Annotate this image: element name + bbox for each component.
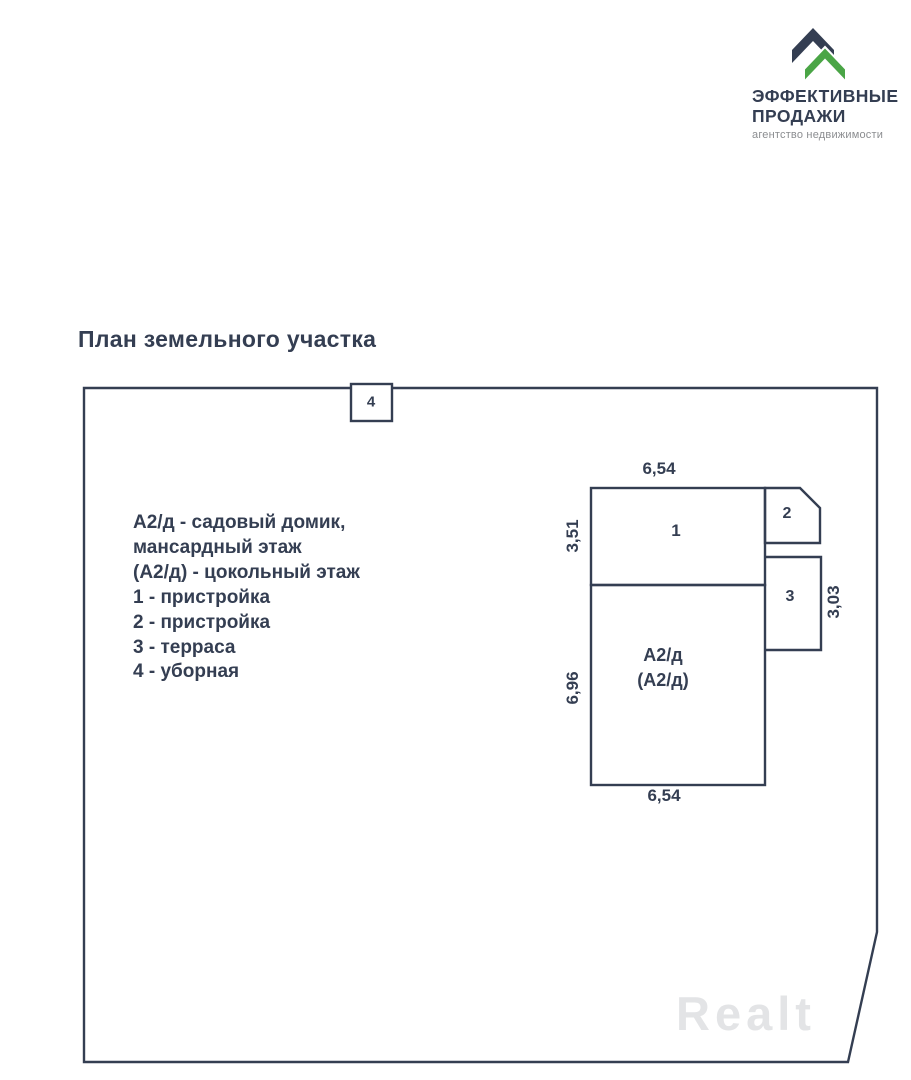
house-label-line2: (А2/д) <box>637 670 689 690</box>
dimension-bottom: 6,54 <box>647 786 681 805</box>
building-house-outline <box>589 583 767 787</box>
watermark: Realt <box>676 987 816 1040</box>
logo-title-line2: ПРОДАЖИ <box>752 106 846 126</box>
terrace-label: 3 <box>785 588 795 605</box>
dimension-room1-height: 3,51 <box>563 519 582 553</box>
logo-chevrons-icon <box>792 28 847 85</box>
dimension-terrace-height: 3,03 <box>824 585 843 619</box>
dimension-top: 6,54 <box>642 459 676 478</box>
legend-line: 4 - уборная <box>133 661 240 683</box>
house-label-line1: А2/д <box>643 645 683 665</box>
legend-line: 3 - терраса <box>133 636 236 658</box>
outhouse-square <box>349 382 394 423</box>
page-title: План земельного участка <box>78 326 377 352</box>
legend-line: 2 - пристройка <box>133 611 271 633</box>
room2-label: 2 <box>782 505 792 522</box>
logo-subtitle: агентство недвижимости <box>752 129 884 141</box>
legend-line: 1 - пристройка <box>133 586 271 608</box>
dimension-house-height: 6,96 <box>563 671 582 705</box>
building-room2-outline <box>763 486 822 545</box>
building-terrace-outline <box>765 555 823 652</box>
room1-label: 1 <box>671 521 681 540</box>
legend-line: мансардный этаж <box>133 536 302 558</box>
legend-line: (А2/д) - цокольный этаж <box>133 561 360 583</box>
legend-line: А2/д - садовый домик, <box>133 512 346 533</box>
house-label: А2/д (А2/д) <box>637 643 688 693</box>
agency-logo: ЭФФЕКТИВНЫЕ ПРОДАЖИ агентство недвижимос… <box>752 24 902 141</box>
outhouse-label: 4 <box>366 393 376 411</box>
logo-title-line1: ЭФФЕКТИВНЫЕ <box>752 86 899 106</box>
legend: А2/д - садовый домик, мансардный этаж (А… <box>133 511 360 685</box>
plot-outline <box>82 386 879 1064</box>
